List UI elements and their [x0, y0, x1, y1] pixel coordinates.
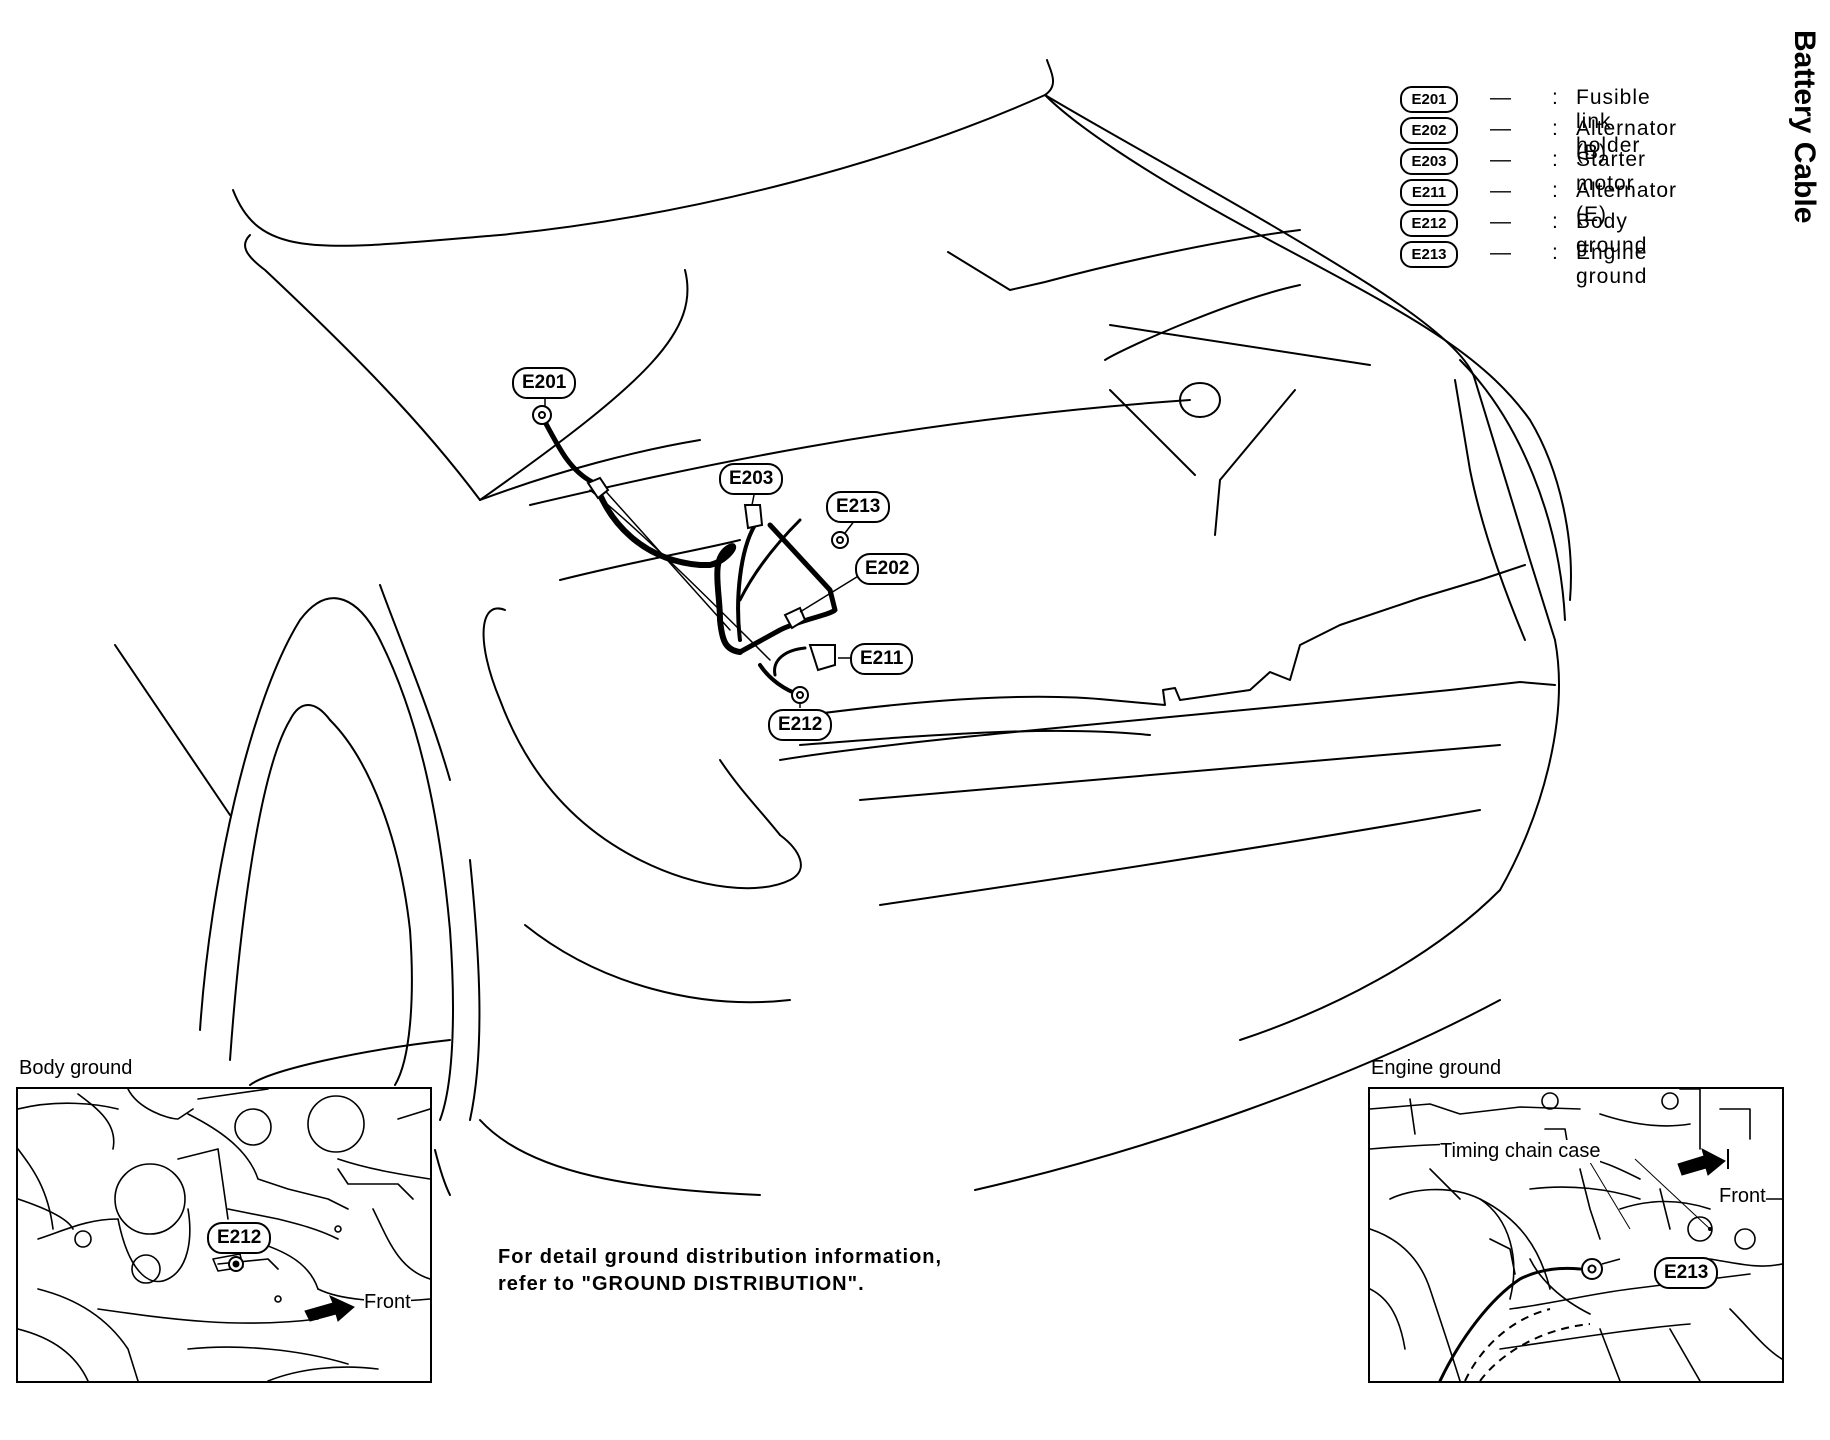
engine-bay-line [529, 399, 1191, 506]
terminal-e202 [783, 606, 807, 630]
thin-lead-1 [589, 489, 771, 661]
engine-cover-bracket [1214, 389, 1296, 536]
engine-cover-panel-2 [1104, 284, 1301, 361]
cable-e213 [738, 518, 802, 602]
ground-distribution-note: For detail ground distribution informati… [498, 1244, 942, 1298]
strut-tower [1179, 382, 1221, 418]
headlamp [482, 607, 802, 890]
legend-colon: : [1552, 210, 1558, 233]
legend-description: Fusible link holder [1576, 86, 1651, 157]
legend-dash: — [1490, 179, 1511, 202]
terminal-e211 [808, 644, 836, 672]
legend-code: E201 [1400, 86, 1458, 113]
body-lower [249, 1039, 451, 1086]
engine-cover-top [947, 229, 1301, 291]
legend-colon: : [1552, 241, 1558, 264]
page-side-title: Battery Cable [1788, 30, 1821, 224]
grommet [586, 476, 610, 500]
hood-center-curve [1044, 94, 1572, 601]
legend-description: Alternator (E) [1576, 179, 1678, 226]
front-right-edge [1499, 639, 1560, 891]
legend-code: E202 [1400, 117, 1458, 144]
fender-front [379, 584, 451, 781]
body-ground-front-label: Front [364, 1291, 411, 1314]
side-panel [1454, 379, 1526, 641]
body-ground-callout: E212 [207, 1222, 272, 1254]
wheel-arch-outer [199, 597, 454, 1121]
legend-dash: — [1490, 210, 1511, 233]
legend-colon: : [1552, 179, 1558, 202]
front-arrow-icon [1677, 1148, 1726, 1176]
cable-fusible-link [541, 417, 595, 485]
headlamp-inner [719, 759, 781, 836]
grille [779, 681, 1556, 761]
body-ground-inset: E212 Front [16, 1087, 432, 1383]
legend-description: Body ground [1576, 210, 1648, 257]
body-ground-label: Body ground [19, 1057, 133, 1079]
cable-starter [736, 523, 757, 642]
grille-lower [859, 744, 1501, 801]
engine-ground-label: Engine ground [1371, 1057, 1502, 1079]
engine-cover-panel [1109, 324, 1371, 366]
legend-colon: : [1552, 148, 1558, 171]
tire-outer [329, 719, 413, 1086]
legend-colon: : [1552, 86, 1558, 109]
legend-dash: — [1490, 117, 1511, 140]
hood-left-edge [244, 234, 481, 501]
bumper-lower-right [974, 999, 1501, 1191]
hood-outline [1044, 94, 1556, 641]
callout-e213: E213 [826, 491, 891, 523]
legend-colon: : [1552, 117, 1558, 140]
cable-alternator [737, 522, 838, 655]
thin-lead-2 [599, 484, 731, 631]
front-arrow-icon [304, 1295, 355, 1322]
note-line-2: refer to "GROUND DISTRIBUTION". [498, 1273, 865, 1295]
bumper-right-edge [1239, 889, 1501, 1041]
legend-description: Starter motor [1576, 148, 1647, 195]
legend-description: Alternator (B) [1576, 117, 1678, 164]
engine-ground-callout: E213 [1654, 1257, 1719, 1289]
cable-main [595, 487, 743, 655]
callout-e202: E202 [855, 553, 920, 585]
callout-e203: E203 [719, 463, 784, 495]
legend-code: E203 [1400, 148, 1458, 175]
body-ground-drawing [18, 1089, 430, 1381]
engine-ground-drawing [1370, 1089, 1782, 1381]
bumper-lower [479, 1119, 761, 1196]
fender-right [1459, 359, 1566, 621]
callout-e212: E212 [768, 709, 833, 741]
radiator-support-lower [799, 729, 1151, 746]
engine-ground-front-label: Front [1719, 1185, 1766, 1208]
cowl-line [479, 269, 689, 501]
timing-chain-case-label: Timing chain case [1440, 1140, 1601, 1163]
legend-description: Engine ground [1576, 241, 1648, 288]
legend-code: E211 [1400, 179, 1458, 206]
legend-dash: — [1490, 148, 1511, 171]
tire-edge-2 [434, 1149, 451, 1196]
bumper-upper [879, 809, 1481, 906]
hood-front-edge [479, 439, 701, 501]
fender-line [114, 644, 231, 816]
callout-e211: E211 [850, 643, 914, 675]
legend-dash: — [1490, 241, 1511, 264]
wheel-arch-inner [229, 704, 331, 1061]
legend-code: E212 [1400, 210, 1458, 237]
engine-ground-inset: Timing chain case Front E213 [1368, 1087, 1784, 1383]
legend-code: E213 [1400, 241, 1458, 268]
legend-dash: — [1490, 86, 1511, 109]
engine-bay-rear [559, 539, 741, 581]
callout-e201: E201 [512, 367, 577, 399]
tire-edge [469, 859, 481, 1121]
roof-outline [232, 59, 1055, 247]
radiator-support [769, 564, 1526, 721]
bumper-curve [524, 924, 791, 1004]
note-line-1: For detail ground distribution informati… [498, 1246, 943, 1268]
cable-e211 [773, 646, 807, 677]
terminal-e203 [743, 504, 764, 530]
